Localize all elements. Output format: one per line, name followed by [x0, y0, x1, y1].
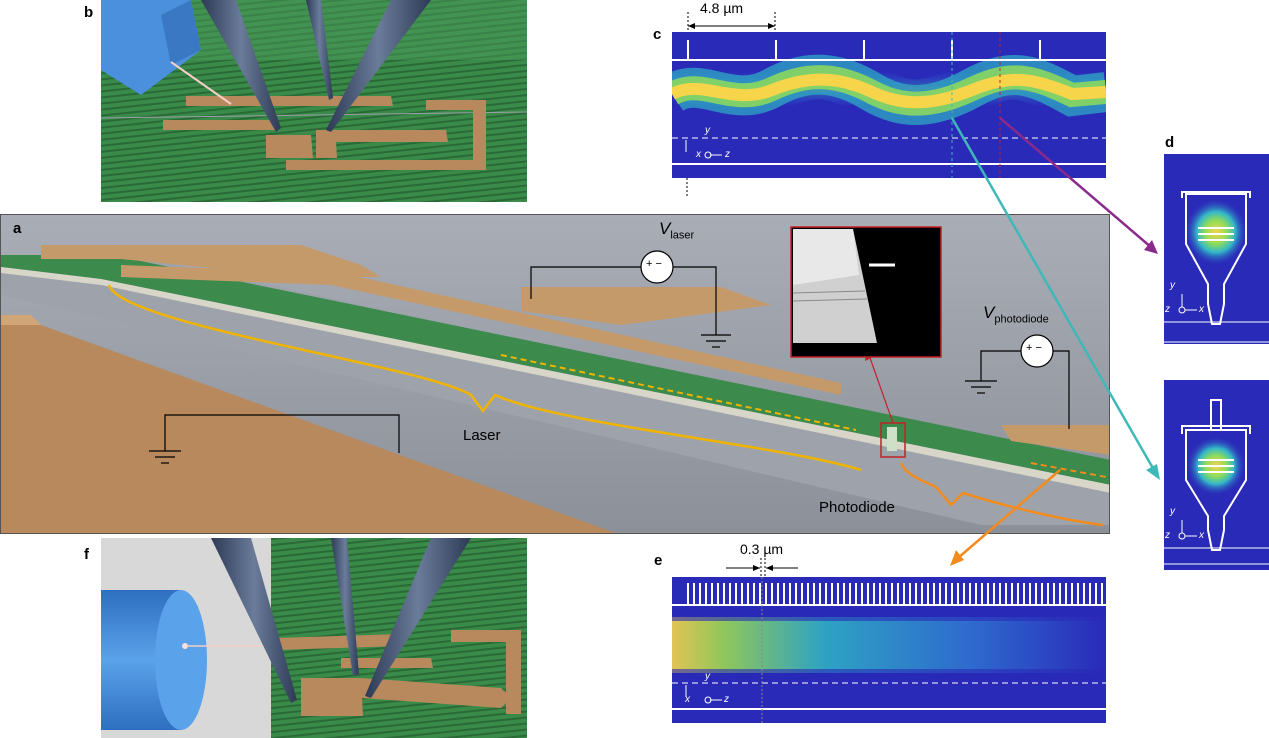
panel-e-axis-y: y	[705, 671, 710, 682]
panel-c-axis-x: x	[696, 149, 701, 160]
panel-label-d: d	[1165, 134, 1175, 151]
panel-c-axis-y: y	[705, 125, 710, 136]
panel-c-field-map: y x z	[672, 32, 1106, 178]
panel-d-top-axis-x: x	[1199, 304, 1204, 315]
panel-f-render	[101, 538, 527, 738]
panel-c-scale-label: 4.8 µm	[700, 0, 744, 16]
panel-e-axis-x: x	[685, 694, 690, 705]
panel-d-bottom-axis-y: y	[1170, 506, 1175, 517]
photodiode-source-symbol: + −	[1026, 342, 1042, 354]
laser-source-symbol: + −	[646, 258, 662, 270]
panel-d-bottom-axis-x: x	[1199, 530, 1204, 541]
v-laser-label: Vlaser	[659, 219, 694, 241]
v-laser-symbol: V	[659, 219, 671, 238]
panel-c-scale-bar	[672, 12, 778, 32]
panel-a-render: a + − + − Vlaser Vphotodiode Laser Photo…	[0, 214, 1110, 534]
v-photodiode-symbol: V	[983, 303, 995, 322]
panel-d-mode-bottom: y z x	[1164, 380, 1269, 570]
panel-e-field-map: y x z	[672, 577, 1106, 723]
panel-label-e: e	[654, 552, 663, 569]
panel-label-b: b	[84, 4, 94, 21]
panel-c-guide-line	[686, 178, 688, 198]
panel-c-axis-z: z	[725, 149, 730, 160]
panel-d-mode-top: y z x	[1164, 154, 1269, 344]
panel-e-scale-label: 0.3 µm	[740, 541, 784, 557]
panel-d-top-axis-y: y	[1170, 280, 1175, 291]
panel-d-bottom-axis-z: z	[1165, 530, 1170, 541]
v-laser-subscript: laser	[670, 229, 695, 242]
panel-e-axis-z: z	[724, 694, 729, 705]
laser-label: Laser	[463, 427, 501, 444]
panel-d-top-axis-z: z	[1165, 304, 1170, 315]
v-photodiode-label: Vphotodiode	[983, 303, 1049, 325]
panel-label-a: a	[13, 220, 22, 237]
connector-arrows	[940, 110, 1170, 580]
panel-label-f: f	[84, 546, 89, 563]
panel-b-render	[101, 0, 527, 202]
panel-label-c: c	[653, 26, 662, 43]
photodiode-label: Photodiode	[819, 499, 895, 516]
panel-e-scale-bar	[726, 558, 798, 578]
v-photodiode-subscript: photodiode	[994, 313, 1049, 326]
